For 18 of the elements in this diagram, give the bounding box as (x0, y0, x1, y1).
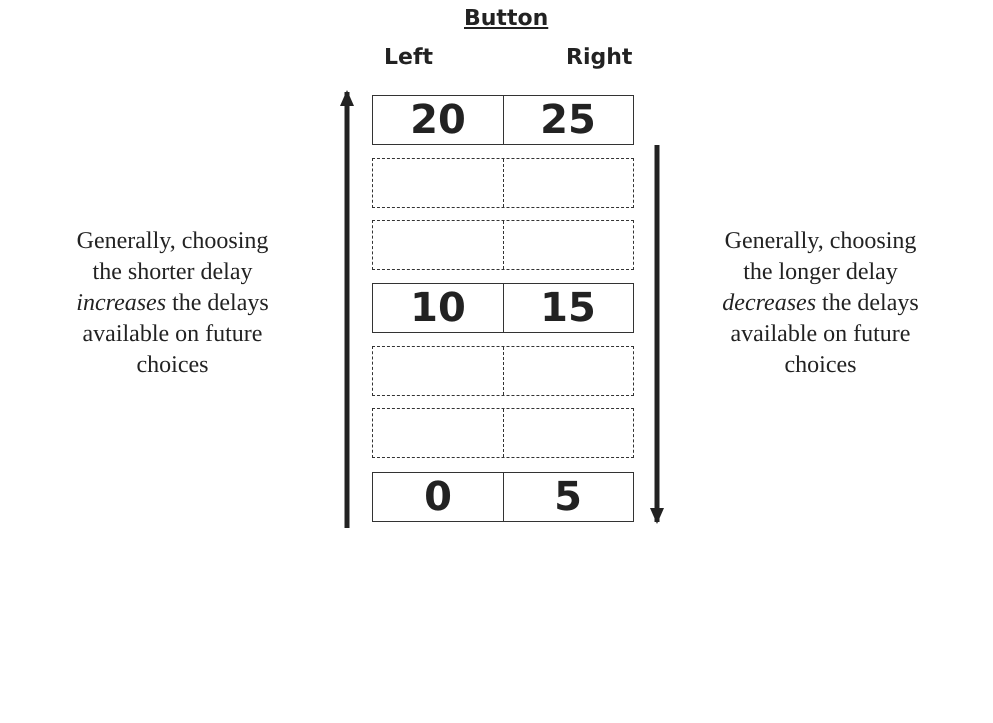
delay-value: 15 (540, 288, 596, 328)
delay-value: 5 (554, 477, 582, 517)
delay-value: 25 (540, 100, 596, 140)
empty-row (372, 346, 634, 396)
value-row (372, 283, 634, 333)
delay-value: 20 (410, 100, 466, 140)
table-heading: Button (464, 6, 548, 31)
delay-value: 0 (424, 477, 452, 517)
empty-row (372, 408, 634, 458)
note-text: Generally, choosing the longer delay decreases the delays available on future choices (721, 227, 920, 380)
empty-row (372, 158, 634, 208)
column-label: Right (566, 45, 632, 70)
delay-value: 10 (410, 288, 466, 328)
value-row (372, 95, 634, 145)
column-label: Left (384, 45, 434, 70)
empty-row (372, 220, 634, 270)
value-row (372, 472, 634, 522)
note-text: Generally, choosing the shorter delay increases the delays available on future choices (75, 227, 270, 380)
